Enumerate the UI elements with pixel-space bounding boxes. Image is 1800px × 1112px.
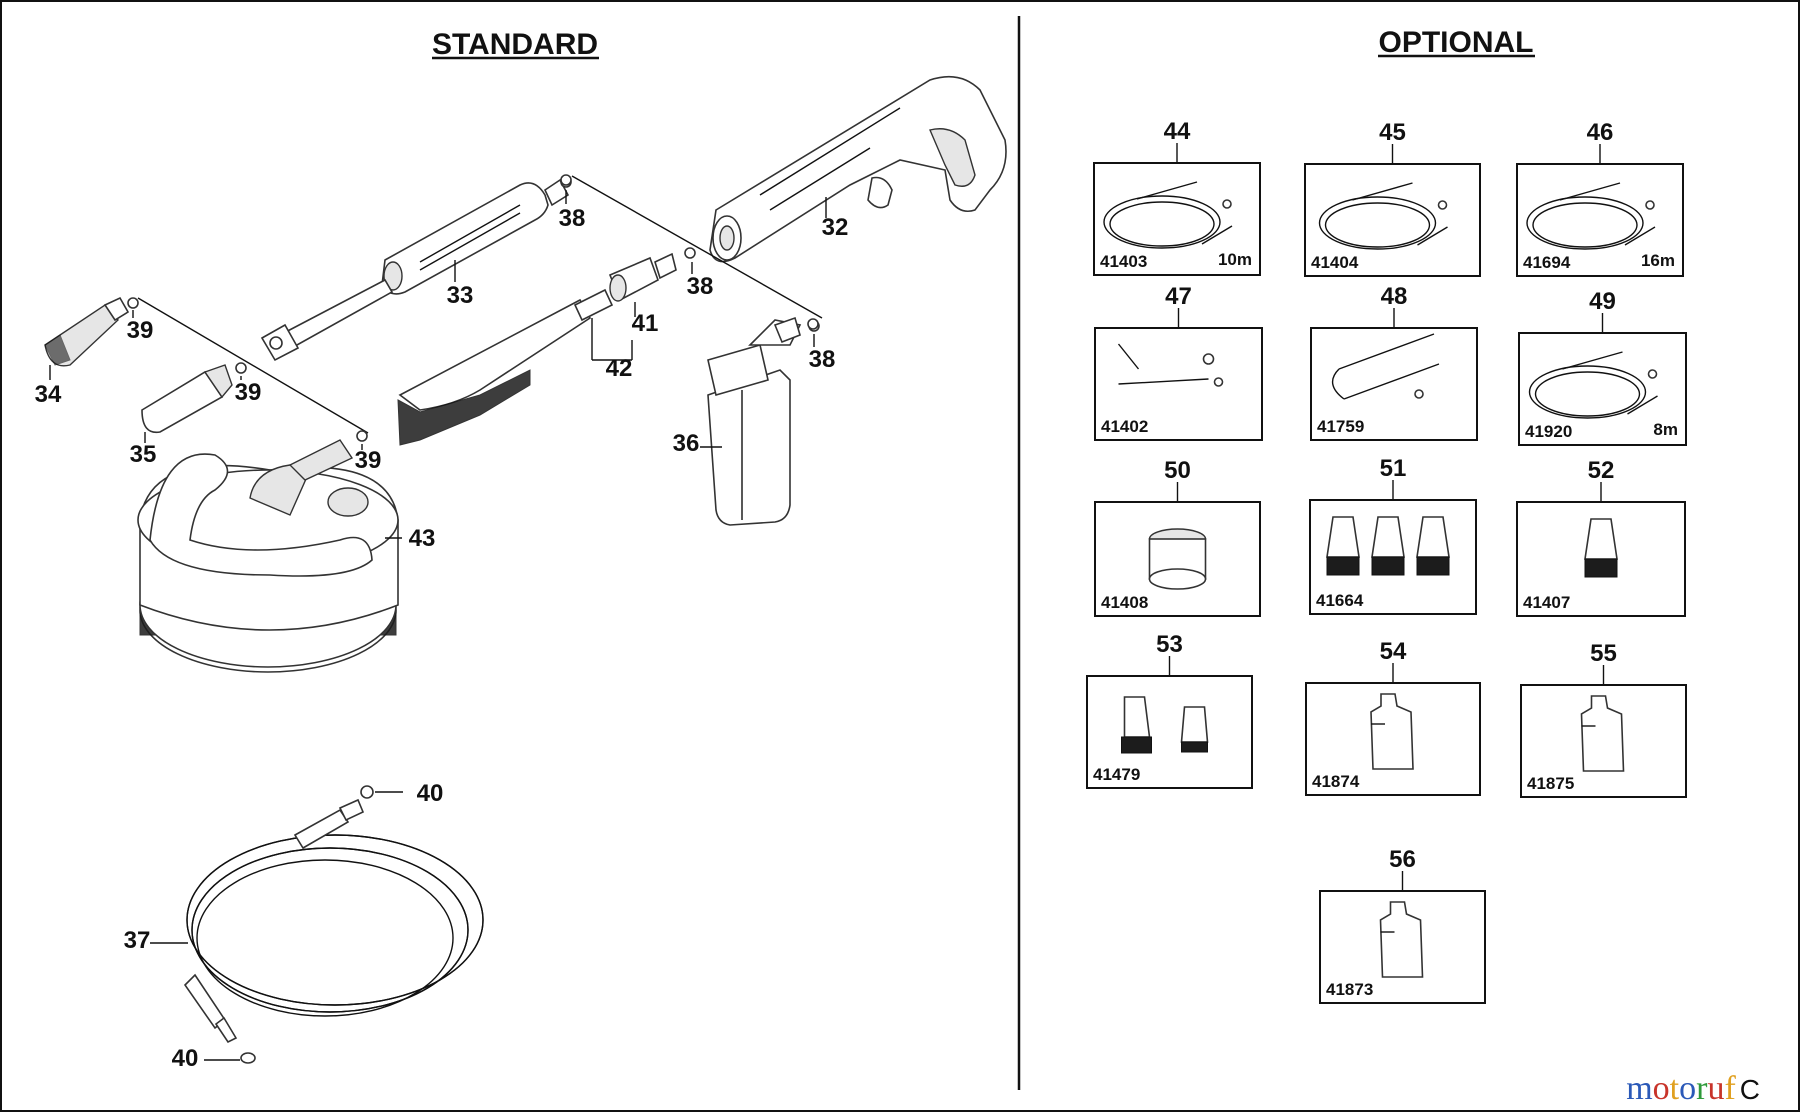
spray-gun-part <box>709 75 1007 263</box>
optional-part-code: 41875 <box>1527 774 1574 793</box>
optional-part-code: 41873 <box>1326 980 1373 999</box>
brush-part <box>397 252 677 446</box>
label-36: 36 <box>673 430 700 457</box>
label-35: 35 <box>130 441 157 468</box>
hose-part <box>183 798 484 1044</box>
optional-part-code: 41404 <box>1311 253 1359 272</box>
label-33: 33 <box>447 282 474 309</box>
label-39b: 39 <box>235 379 262 406</box>
label-40a: 40 <box>417 780 444 807</box>
optional-part-box <box>1093 162 1261 276</box>
o-ring-40b <box>240 1052 256 1064</box>
optional-part-length: 8m <box>1653 420 1678 439</box>
optional-part-code: 41403 <box>1100 252 1147 271</box>
label-39a: 39 <box>127 317 154 344</box>
optional-part-53: 53 41479 <box>1086 631 1253 789</box>
optional-part-number: 50 <box>1164 457 1191 484</box>
optional-part-46: 46 41694 16m <box>1516 119 1684 277</box>
optional-part-44: 44 41403 10m <box>1093 118 1261 276</box>
patio-cleaner-part <box>137 430 399 673</box>
optional-part-number: 52 <box>1588 457 1615 484</box>
optional-part-50: 50 41408 <box>1094 457 1261 617</box>
optional-parts-grid: 44 41403 10m 45 41404 46 41694 16m 47 41402 48 4175… <box>1086 118 1687 1004</box>
optional-part-49: 49 41920 8m <box>1518 288 1687 446</box>
optional-part-number: 49 <box>1589 288 1616 315</box>
o-ring-38a <box>560 174 572 186</box>
label-37: 37 <box>124 927 151 954</box>
optional-part-code: 41407 <box>1523 593 1570 612</box>
label-42: 42 <box>606 355 633 382</box>
optional-part-number: 46 <box>1587 119 1614 146</box>
optional-part-48: 48 41759 <box>1310 283 1478 441</box>
optional-part-number: 55 <box>1590 640 1617 667</box>
optional-part-box <box>1516 163 1684 277</box>
optional-part-47: 47 41402 <box>1094 283 1263 441</box>
optional-part-55: 55 41875 <box>1520 640 1687 798</box>
optional-part-51: 51 41664 <box>1309 455 1477 615</box>
label-38b: 38 <box>687 273 714 300</box>
optional-part-54: 54 41874 <box>1305 638 1481 796</box>
optional-part-code: 41664 <box>1316 591 1364 610</box>
label-39c: 39 <box>355 447 382 474</box>
rotary-nozzle-part <box>44 296 139 367</box>
label-38c: 38 <box>809 346 836 373</box>
label-41: 41 <box>632 310 659 337</box>
optional-part-code: 41479 <box>1093 765 1140 784</box>
optional-part-length: 16m <box>1641 251 1675 270</box>
optional-part-number: 45 <box>1379 119 1406 146</box>
optional-part-code: 41402 <box>1101 417 1148 436</box>
optional-part-45: 45 41404 <box>1304 119 1481 277</box>
label-32: 32 <box>822 214 849 241</box>
optional-part-length: 10m <box>1218 250 1252 269</box>
optional-part-box <box>1304 163 1481 277</box>
optional-part-box <box>1518 332 1687 446</box>
o-ring-40a <box>360 785 374 799</box>
optional-part-number: 51 <box>1380 455 1407 482</box>
o-ring-38b <box>684 247 696 259</box>
optional-part-number: 48 <box>1381 283 1408 310</box>
label-40b: 40 <box>172 1045 199 1072</box>
label-43: 43 <box>409 525 436 552</box>
label-34: 34 <box>35 381 62 408</box>
corner-mark: C <box>1739 1074 1760 1105</box>
optional-part-code: 41874 <box>1312 772 1360 791</box>
optional-heading: OPTIONAL <box>1379 26 1534 59</box>
optional-part-number: 44 <box>1164 118 1191 145</box>
detergent-bottle-part <box>707 316 819 526</box>
optional-part-code: 41920 <box>1525 422 1572 441</box>
optional-part-number: 54 <box>1380 638 1407 665</box>
optional-part-code: 41694 <box>1523 253 1571 272</box>
label-38a: 38 <box>559 205 586 232</box>
optional-part-box <box>1086 675 1253 789</box>
optional-part-box <box>1310 327 1478 441</box>
optional-part-56: 56 41873 <box>1319 846 1486 1004</box>
optional-part-number: 47 <box>1165 283 1192 310</box>
variable-nozzle-part <box>141 362 247 434</box>
lance-part <box>260 176 572 362</box>
optional-part-52: 52 41407 <box>1516 457 1686 617</box>
optional-part-code: 41408 <box>1101 593 1148 612</box>
standard-heading: STANDARD <box>432 28 598 61</box>
optional-part-number: 56 <box>1389 846 1416 873</box>
optional-part-code: 41759 <box>1317 417 1364 436</box>
optional-part-number: 53 <box>1156 631 1183 658</box>
